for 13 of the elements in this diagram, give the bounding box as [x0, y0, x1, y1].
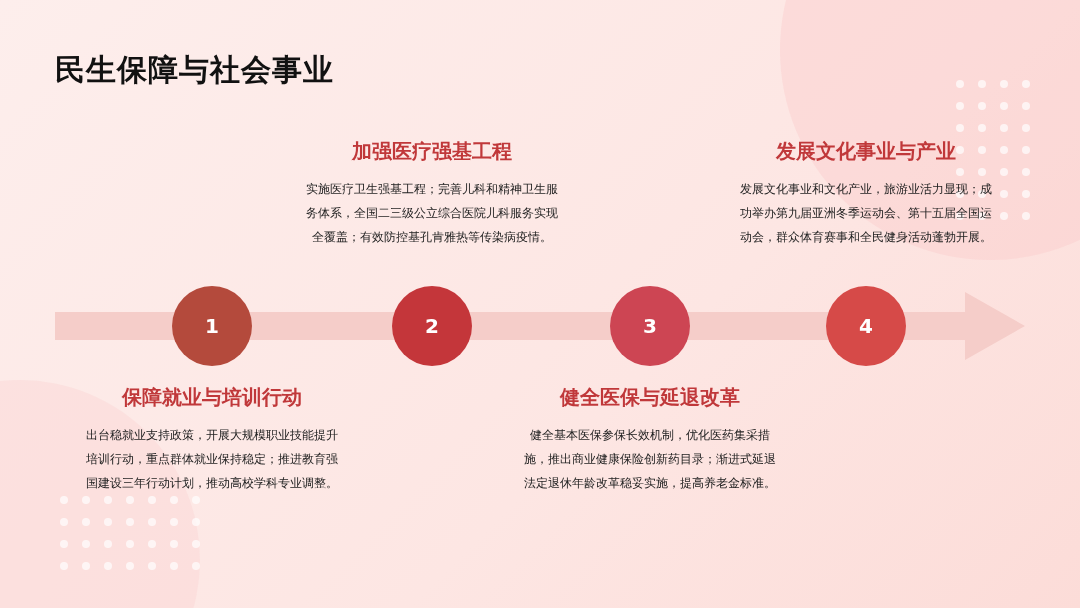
- step-description: 发展文化事业和文化产业，旅游业活力显现；成功举办第九届亚洲冬季运动会、第十五届全国运动会，群众体育赛事和全民健身活动蓬勃开展。: [739, 181, 993, 246]
- step-number: 4: [859, 314, 873, 338]
- step-description: 实施医疗卫生强基工程；完善儿科和精神卫生服务体系，全国二三级公立综合医院儿科服务实现全覆盖；有效防控基孔肯雅热等传染病疫情。: [305, 181, 559, 246]
- step-number: 1: [205, 314, 219, 338]
- title: 民生保障与社会事业: [55, 51, 334, 89]
- step-heading: 发展文化事业与产业: [775, 138, 957, 165]
- step-number: 2: [425, 314, 439, 338]
- step-heading: 加强医疗强基工程: [351, 138, 513, 165]
- step-description: 出台稳就业支持政策，开展大规模职业技能提升培训行动，重点群体就业保持稳定；推进教育强国建设三年行动计划，推动高校学科专业调整。: [85, 427, 339, 492]
- step-heading: 保障就业与培训行动: [121, 384, 303, 411]
- step-description: 健全基本医保参保长效机制，优化医药集采措施，推出商业健康保险创新药目录；渐进式延退法定退休年龄改革稳妥实施，提高养老金标准。: [523, 427, 777, 492]
- step-number: 3: [643, 314, 657, 338]
- step-heading: 健全医保与延退改革: [558, 384, 741, 411]
